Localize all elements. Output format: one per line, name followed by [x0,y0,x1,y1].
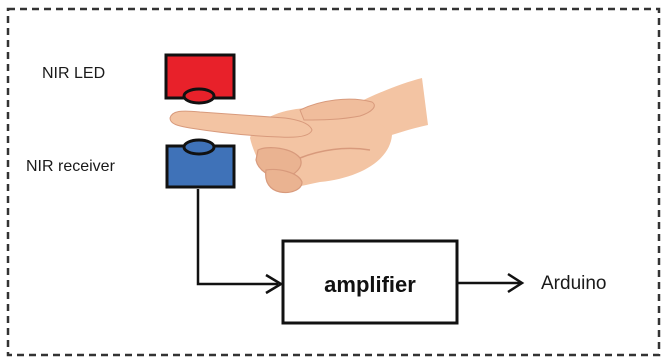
nir-receiver-icon [165,138,236,189]
dashed-border [6,7,661,357]
nir-led-icon [164,53,236,105]
pointing-hand-icon [169,78,428,194]
nir-receiver-label: NIR receiver [26,158,116,175]
amplifier-label: amplifier [324,272,416,297]
nir-led-label: NIR LED [42,65,105,82]
receiver-to-amplifier-line [196,189,278,286]
amplifier-box [281,239,459,325]
amplifier-to-arduino-arrowhead [507,272,525,294]
arduino-label: Arduino [541,273,607,294]
receiver-to-amplifier-arrowhead [265,273,284,295]
